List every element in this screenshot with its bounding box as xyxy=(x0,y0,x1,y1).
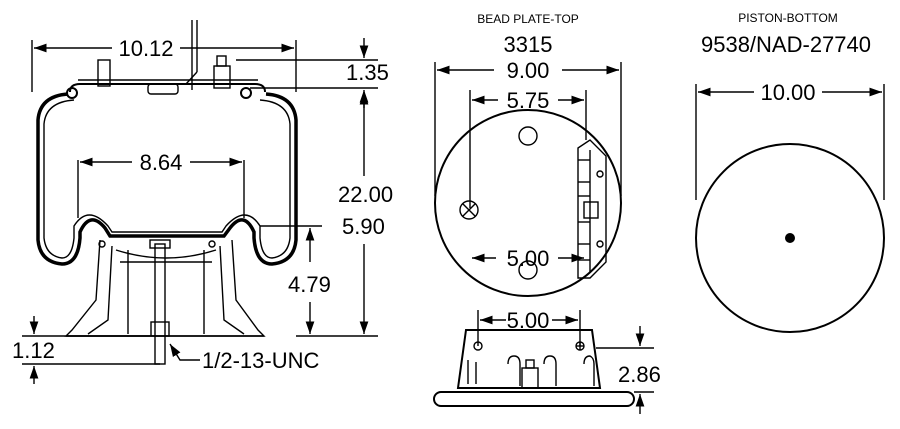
dim-inner-diameter: 8.64 xyxy=(140,150,183,175)
dim-piston-height: 4.79 xyxy=(288,272,331,297)
dim-bracket-spacing: 5.00 xyxy=(507,308,550,333)
thread-spec: 1/2-13-UNC xyxy=(202,348,319,373)
dim-piston-diameter: 10.00 xyxy=(760,80,815,105)
bead-plate-heading: BEAD PLATE-TOP xyxy=(477,12,579,26)
plate-bracket xyxy=(577,139,607,279)
dim-bead-diameter: 9.00 xyxy=(507,58,550,83)
plate-hole-top xyxy=(518,126,538,146)
top-stud-left xyxy=(97,59,111,87)
dim-bracket-height: 2.86 xyxy=(618,362,661,387)
bracket-side-view xyxy=(456,329,602,389)
piston-circle xyxy=(695,143,885,333)
dim-stud-spacing: 5.75 xyxy=(507,88,550,113)
dim-top-width: 10.12 xyxy=(118,36,173,61)
bead-plate-circle xyxy=(434,109,622,297)
piston-bottom-view: PISTON-BOTTOM 9538/NAD-27740 10.00 xyxy=(695,11,885,333)
dim-stud-length: 1.12 xyxy=(12,338,55,363)
piston-center-dot xyxy=(785,233,795,243)
bellows-outline xyxy=(36,92,298,266)
dim-min-height: 5.90 xyxy=(342,214,385,239)
top-bead-plate xyxy=(69,83,266,93)
bead-plate-part-number: 3315 xyxy=(504,32,553,57)
side-view: 10.12 1.35 8.64 22.00 5.90 4.79 1.12 1/2… xyxy=(12,20,393,384)
bead-plate-view: BEAD PLATE-TOP 3315 9.00 5.75 xyxy=(433,12,661,414)
piston-heading: PISTON-BOTTOM xyxy=(738,11,838,25)
dim-hole-spacing: 5.00 xyxy=(507,246,550,271)
plate-stud-left xyxy=(459,200,479,220)
dim-plate-height: 1.35 xyxy=(346,60,389,85)
plate-hole-bottom xyxy=(518,260,538,280)
piston-part-number: 9538/NAD-27740 xyxy=(701,32,871,57)
dim-max-height: 22.00 xyxy=(338,182,393,207)
